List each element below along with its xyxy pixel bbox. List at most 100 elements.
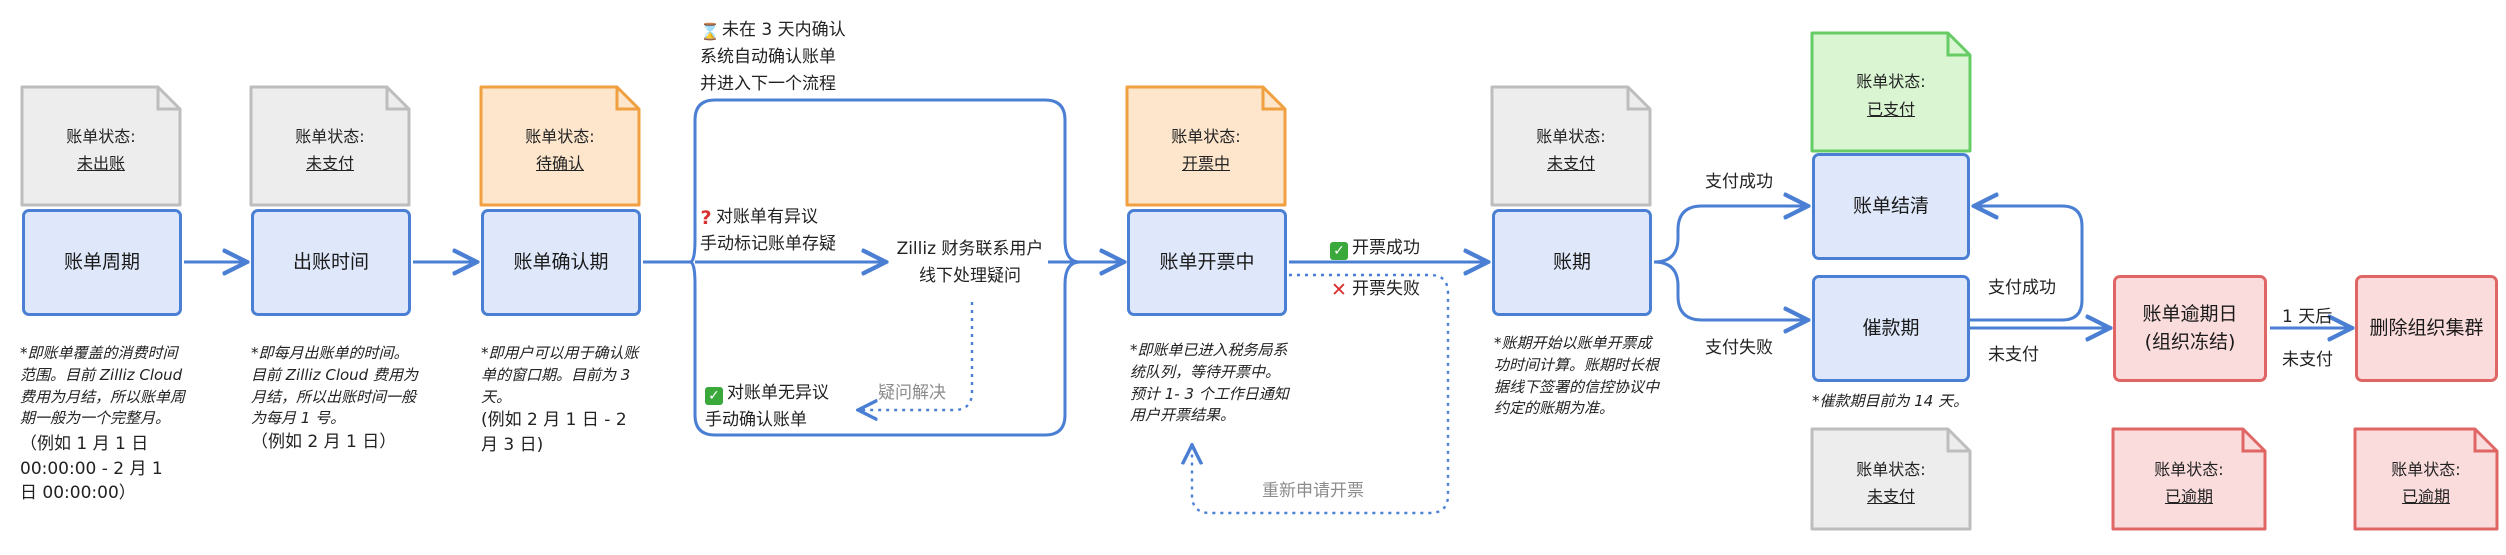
- label-unpaid-2: 未支付: [2282, 350, 2333, 370]
- note-issue-time: *即每月出账单的时间。目前 Zilliz Cloud 费用为月结，所以出账时间一…: [251, 343, 421, 455]
- status-label: 账单状态:: [1856, 459, 1926, 479]
- status-label: 账单状态:: [525, 126, 595, 146]
- note-text: *即用户可以用于确认账单的窗口期。目前为 3 天。: [481, 344, 639, 406]
- dispute-line-2: 手动标记账单存疑: [700, 234, 836, 255]
- box-billing-period: 账单周期: [22, 209, 182, 316]
- status-label: 账单状态:: [66, 126, 136, 146]
- label-auto-confirm: ⌛未在 3 天内确认 系统自动确认账单 并进入下一个流程: [700, 17, 846, 99]
- note-confirm-period: *即用户可以用于确认账单的窗口期。目前为 3 天。 (例如 2 月 1 日 - …: [481, 343, 641, 458]
- status-value: 未出账: [76, 154, 125, 173]
- note-collection: *催款期目前为 14 天。: [1812, 391, 2012, 413]
- auto-confirm-line-2: 系统自动确认账单: [700, 47, 836, 68]
- status-label: 账单状态:: [2391, 459, 2461, 479]
- overdue-line-1: 账单逾期日: [2142, 302, 2238, 325]
- status-value: 未支付: [1866, 487, 1915, 506]
- arrow-auto-confirm-loop: [689, 98, 1124, 262]
- arrow-term-to-settled: [1653, 206, 1808, 264]
- arrow-collection-to-settled: [1970, 206, 2084, 322]
- box-issue-time: 出账时间: [251, 209, 411, 316]
- status-label: 账单状态:: [2154, 459, 2224, 479]
- status-note-pending-confirm: 账单状态: 待确认: [481, 95, 639, 205]
- status-value: 未支付: [305, 154, 354, 173]
- question-icon: ?: [700, 207, 712, 229]
- doc-shape-status-unpaid-1: [249, 85, 411, 207]
- note-text: *催款期目前为 14 天。: [1812, 392, 1969, 410]
- doc-shape-status-overdue-1: [2111, 427, 2267, 531]
- check-icon: ✓: [1330, 242, 1348, 260]
- box-confirm-period: 账单确认期: [481, 209, 641, 316]
- status-label: 账单状态:: [1171, 126, 1241, 146]
- status-value: 已支付: [1866, 99, 1915, 119]
- status-label: 账单状态:: [1536, 126, 1606, 146]
- label-pay-success-1: 支付成功: [1705, 172, 1773, 192]
- label-invoice-success: ✓开票成功: [1330, 233, 1420, 260]
- doc-shape-status-not-issued: [20, 85, 182, 207]
- box-invoicing: 账单开票中: [1127, 209, 1287, 316]
- no-dispute-line-1: 对账单无异议: [727, 383, 829, 403]
- label-pay-fail: 支付失败: [1705, 338, 1773, 358]
- box-delete-cluster: 删除组织集群: [2355, 275, 2498, 382]
- note-text: *即账单覆盖的消费时间范围。目前 Zilliz Cloud 费用为月结，所以账单…: [20, 344, 186, 428]
- note-text: *即每月出账单的时间。目前 Zilliz Cloud 费用为月结，所以出账时间一…: [251, 344, 418, 428]
- note-example: (例如 2 月 1 日 - 2 月 3 日): [481, 410, 627, 455]
- status-note-invoicing: 账单状态: 开票中: [1127, 95, 1285, 205]
- arrow-no-dispute-loop: [689, 260, 1081, 437]
- auto-confirm-line-3: 并进入下一个流程: [700, 74, 836, 95]
- label-pay-success-2: 支付成功: [1988, 278, 2056, 298]
- note-billing-period: *即账单覆盖的消费时间范围。目前 Zilliz Cloud 费用为月结，所以账单…: [20, 343, 185, 506]
- box-overdue: 账单逾期日 (组织冻结): [2113, 275, 2267, 382]
- no-dispute-line-2: 手动确认账单: [705, 410, 807, 431]
- hourglass-icon: ⌛: [700, 22, 720, 41]
- status-value: 已逾期: [2401, 487, 2450, 506]
- arrow-term-to-collection: [1653, 260, 1808, 320]
- label-invoice-fail: ✕开票失败: [1330, 274, 1420, 301]
- check-icon: ✓: [705, 387, 723, 405]
- note-example: （例如 2 月 1 日）: [251, 432, 397, 452]
- status-value: 未支付: [1546, 154, 1595, 173]
- box-term: 账期: [1492, 209, 1652, 316]
- status-note-paid: 账单状态: 已支付: [1812, 40, 1970, 151]
- doc-shape-status-overdue-2: [2353, 427, 2499, 531]
- finance-line-1: Zilliz 财务联系用户: [896, 239, 1044, 259]
- status-note-unpaid-1: 账单状态: 未支付: [251, 95, 409, 205]
- label-finance: Zilliz 财务联系用户 线下处理疑问: [892, 236, 1048, 290]
- arrow-invoice-fail-loop-dotted: [1192, 273, 1450, 515]
- note-text: *即账单已进入税务局系统队列，等待开票中。预计 1- 3 个工作日通知用户开票结…: [1130, 341, 1289, 425]
- label-resolved: 疑问解决: [878, 383, 946, 403]
- status-note-overdue-2: 账单状态: 已逾期: [2355, 437, 2497, 529]
- note-example: （例如 1 月 1 日 00:00:00 - 2 月 1 日 00:00:00）: [20, 434, 163, 504]
- note-term: *账期开始以账单开票成功时间计算。账期时长根据线下签署的信控协议中约定的账期为准…: [1494, 333, 1659, 420]
- label-one-day-after: 1 天后: [2282, 307, 2333, 327]
- label-unpaid: 未支付: [1988, 345, 2039, 365]
- doc-shape-status-unpaid-2: [1490, 85, 1652, 207]
- arrow-resolved-dotted: [858, 302, 974, 410]
- status-note-unpaid-3: 账单状态: 未支付: [1812, 437, 1970, 529]
- note-text: *账期开始以账单开票成功时间计算。账期时长根据线下签署的信控协议中约定的账期为准…: [1494, 334, 1660, 418]
- overdue-line-2: (组织冻结): [2144, 330, 2236, 353]
- doc-shape-status-unpaid-3: [1810, 427, 1972, 531]
- dispute-line-1: 对账单有异议: [716, 207, 818, 227]
- status-note-not-issued: 账单状态: 未出账: [22, 95, 180, 205]
- status-note-overdue-1: 账单状态: 已逾期: [2113, 437, 2265, 529]
- status-value: 待确认: [535, 154, 584, 173]
- status-value: 开票中: [1181, 154, 1230, 173]
- doc-shape-status-invoicing: [1125, 85, 1287, 207]
- label-reapply: 重新申请开票: [1262, 481, 1364, 501]
- invoice-success-text: 开票成功: [1352, 238, 1420, 258]
- finance-line-2: 线下处理疑问: [919, 266, 1021, 287]
- cross-icon: ✕: [1331, 279, 1347, 301]
- doc-shape-status-paid: [1810, 31, 1972, 153]
- auto-confirm-line-1: 未在 3 天内确认: [722, 20, 846, 40]
- box-settled: 账单结清: [1812, 153, 1970, 260]
- status-label: 账单状态:: [295, 126, 365, 146]
- label-dispute: ?对账单有异议 手动标记账单存疑: [700, 204, 836, 258]
- status-note-unpaid-2: 账单状态: 未支付: [1492, 95, 1650, 205]
- label-no-dispute: ✓对账单无异议 手动确认账单: [705, 380, 829, 434]
- note-invoicing: *即账单已进入税务局系统队列，等待开票中。预计 1- 3 个工作日通知用户开票结…: [1130, 340, 1290, 427]
- invoice-fail-text: 开票失败: [1352, 279, 1420, 299]
- box-collection: 催款期: [1812, 275, 1970, 382]
- status-value: 已逾期: [2164, 487, 2213, 506]
- doc-shape-status-pending-confirm: [479, 85, 641, 207]
- status-label: 账单状态:: [1856, 72, 1926, 92]
